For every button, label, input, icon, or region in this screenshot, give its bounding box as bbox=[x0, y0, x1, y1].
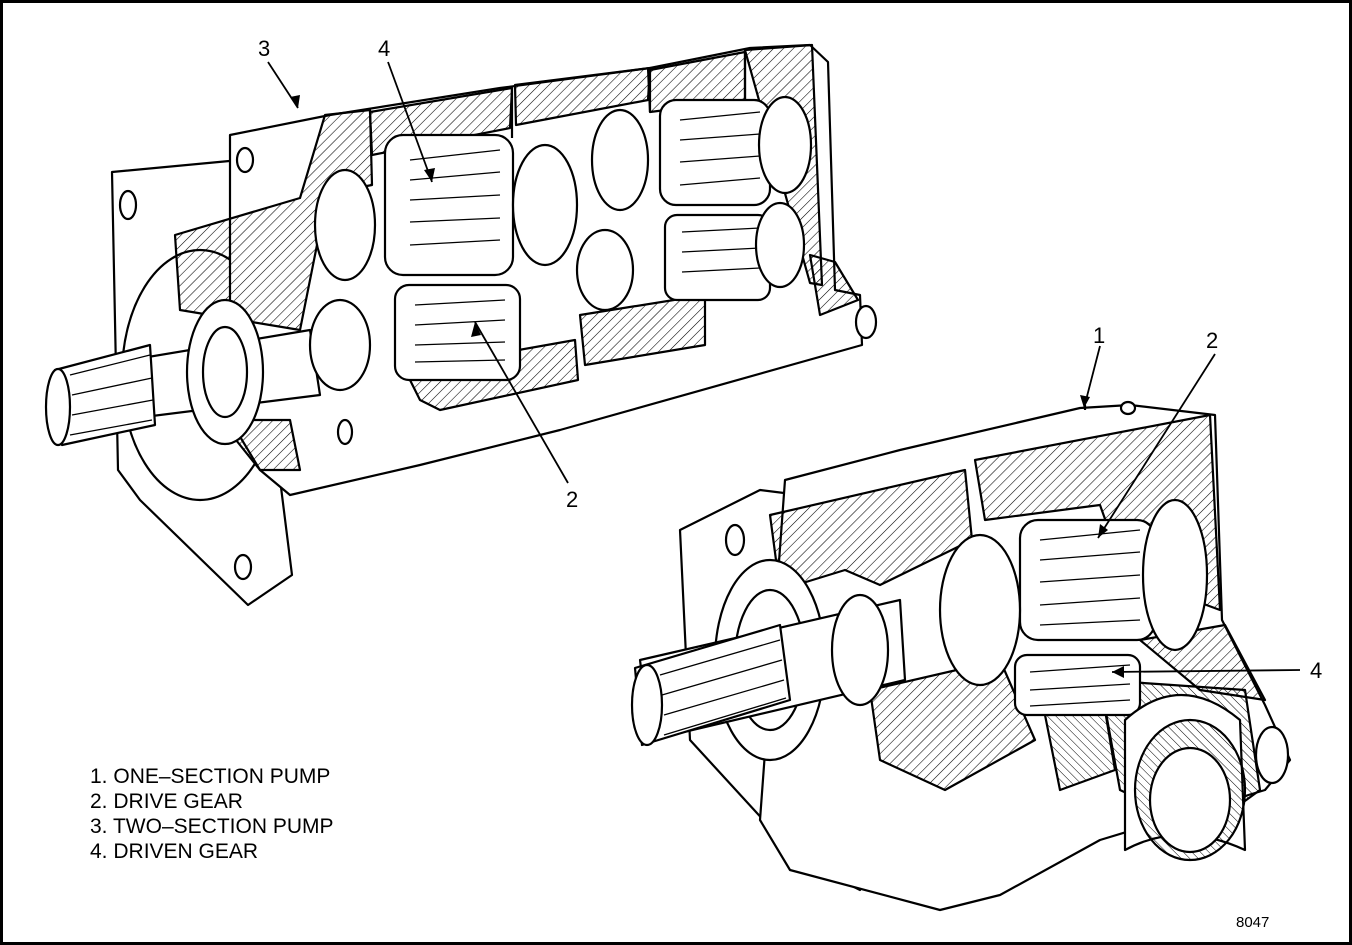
two-section-pump-illustration bbox=[44, 43, 878, 607]
legend-number: 2. bbox=[90, 790, 108, 813]
flange-bolt-hole bbox=[233, 553, 253, 581]
callout-4-lower: 4 bbox=[1310, 658, 1322, 683]
leader-3-arrow bbox=[290, 95, 300, 108]
bearing bbox=[754, 201, 806, 289]
callout-4-upper: 4 bbox=[378, 36, 390, 61]
bearing bbox=[757, 95, 813, 195]
housing-cut-face bbox=[513, 66, 652, 127]
leader-4-upper bbox=[387, 61, 433, 183]
parts-legend: 1. ONE–SECTION PUMP 2. DRIVE GEAR 3. TWO… bbox=[90, 764, 334, 864]
housing-cut-face bbox=[578, 293, 707, 367]
leader-4-lower bbox=[1111, 669, 1301, 673]
bearing bbox=[1141, 498, 1209, 652]
legend-number: 4. bbox=[90, 840, 108, 863]
port-plug bbox=[235, 146, 255, 174]
figure-number: 8047 bbox=[1236, 914, 1270, 931]
dowel bbox=[1119, 400, 1137, 416]
leader-2-lower bbox=[1097, 353, 1216, 539]
housing-cut-face bbox=[808, 253, 860, 317]
legend-text: ONE–SECTION PUMP bbox=[113, 765, 331, 788]
bearing bbox=[590, 108, 650, 212]
leader-2-upper bbox=[474, 321, 569, 484]
legend-item: 1. ONE–SECTION PUMP bbox=[90, 764, 334, 789]
driven-gear bbox=[1013, 653, 1142, 717]
bolt-hole bbox=[336, 418, 354, 446]
leader-2-lower-arrow bbox=[1098, 524, 1108, 538]
bearing bbox=[575, 228, 635, 312]
flange-bolt-hole bbox=[724, 523, 746, 557]
legend-number: 3. bbox=[90, 815, 108, 838]
callout-2-upper: 2 bbox=[566, 487, 578, 512]
legend-item: 4. DRIVEN GEAR bbox=[90, 839, 334, 864]
legend-number: 1. bbox=[90, 765, 108, 788]
shaft-seal-inner bbox=[201, 325, 249, 419]
callout-2-lower: 2 bbox=[1206, 328, 1218, 353]
shaft-bearing bbox=[308, 298, 372, 392]
drive-gear bbox=[1018, 518, 1157, 642]
one-section-pump-illustration bbox=[630, 400, 1292, 912]
bearing bbox=[511, 143, 579, 267]
legend-text: TWO–SECTION PUMP bbox=[112, 815, 334, 838]
leader-2-upper-arrow bbox=[471, 322, 481, 337]
legend-item: 3. TWO–SECTION PUMP bbox=[90, 814, 334, 839]
port-plug bbox=[1254, 725, 1290, 785]
leader-4-upper-arrow bbox=[424, 168, 435, 182]
port-plug bbox=[854, 304, 878, 340]
callout-1: 1 bbox=[1093, 323, 1105, 348]
drive-gear-1 bbox=[393, 283, 522, 382]
leader-4-lower-arrow bbox=[1112, 666, 1124, 678]
legend-text: DRIVE GEAR bbox=[113, 790, 243, 813]
bearing bbox=[313, 168, 377, 282]
flange-bolt-hole bbox=[118, 189, 138, 221]
leader-1-arrow bbox=[1080, 395, 1090, 408]
shaft-bearing bbox=[830, 593, 890, 707]
legend-item: 2. DRIVE GEAR bbox=[90, 789, 334, 814]
callout-3: 3 bbox=[258, 36, 270, 61]
driven-gear-2 bbox=[658, 98, 772, 207]
bearing bbox=[938, 533, 1022, 687]
legend-text: DRIVEN GEAR bbox=[113, 840, 259, 863]
